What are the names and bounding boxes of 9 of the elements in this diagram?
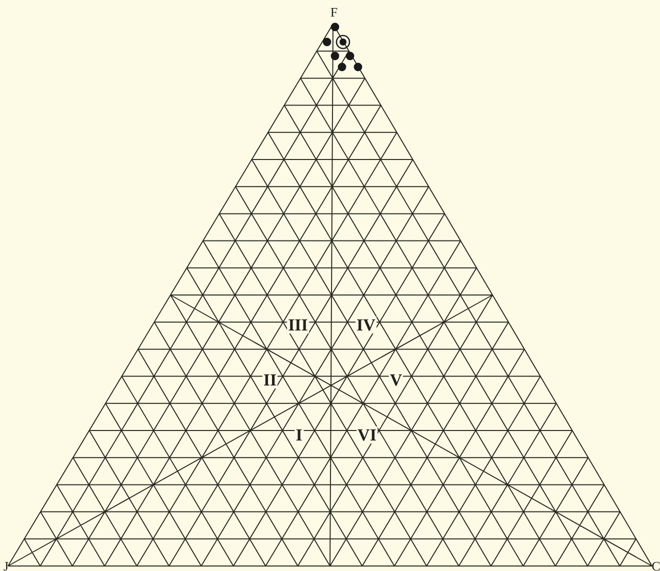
region-numeral: VI xyxy=(356,426,378,444)
region-numeral: III xyxy=(287,316,309,334)
region-numeral: IV xyxy=(356,316,376,334)
region-numeral: I xyxy=(294,426,304,444)
region-numeral: II xyxy=(262,372,278,388)
corner-label: C xyxy=(652,560,660,571)
corner-label: J xyxy=(3,560,9,571)
region-numeral: V xyxy=(388,372,404,388)
corner-label: F xyxy=(330,6,338,18)
